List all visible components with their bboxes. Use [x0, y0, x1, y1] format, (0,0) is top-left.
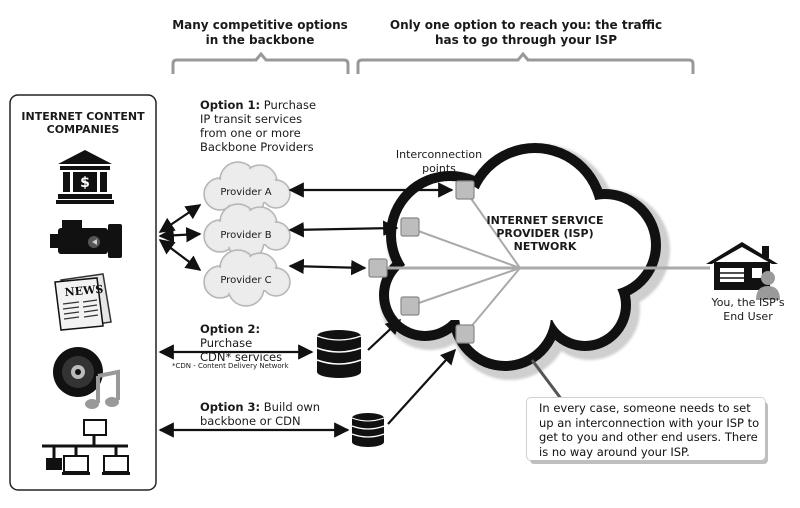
provider-c-cloud	[203, 249, 291, 307]
option2-arrows	[158, 318, 402, 360]
cdn-database-icon	[316, 330, 362, 378]
provider-b-cloud	[203, 203, 291, 261]
fan-lines	[409, 189, 521, 335]
backbone-bracket	[171, 51, 350, 74]
house-icon	[706, 242, 778, 290]
option2-desc: Purchase CDN* services	[200, 336, 283, 364]
option3-text: Option 3: Build own backbone or CDN	[200, 400, 340, 428]
interconnect-point	[368, 258, 388, 278]
interconnect-point	[400, 217, 420, 237]
backbone-header: Many competitive options in the backbone	[172, 18, 348, 47]
newspaper-icon: NEWS	[54, 273, 112, 331]
interconnection-points	[368, 180, 475, 344]
option3-arrows	[158, 348, 457, 438]
isp-cloud	[379, 143, 670, 380]
provider-c-label: Provider C	[220, 275, 272, 286]
option3-label: Option 3:	[200, 400, 261, 414]
option2-text: Option 2: Purchase CDN* services	[200, 322, 310, 364]
callout-text: In every case, someone needs to set up a…	[539, 401, 760, 459]
callout-pointer	[530, 359, 567, 405]
person-icon	[756, 271, 780, 300]
option1-label: Option 1:	[200, 98, 261, 112]
network-computers-icon	[42, 419, 130, 475]
interconnect-point	[455, 324, 475, 344]
svg-text:NEWS: NEWS	[64, 283, 104, 299]
end-user-label: You, the ISP's End User	[711, 296, 785, 323]
company-provider-arrows	[158, 204, 202, 271]
interconnection-label: Interconnection points	[395, 148, 483, 175]
option1-desc: Purchase IP transit services from one or…	[200, 98, 317, 154]
interconnect-point	[455, 180, 475, 200]
provider-clouds	[203, 161, 291, 307]
option2-label: Option 2:	[200, 322, 261, 336]
music-cd-icon	[53, 347, 120, 409]
bank-icon: $	[56, 150, 114, 204]
isp-bracket	[356, 51, 695, 74]
interconnect-point	[400, 296, 420, 316]
option3-desc: Build own backbone or CDN	[200, 400, 321, 428]
provider-a-label: Provider A	[220, 187, 272, 198]
own-backbone-database-icon	[351, 413, 385, 447]
companies-title: INTERNET CONTENT COMPANIES	[21, 110, 145, 136]
isp-network-label: INTERNET SERVICE PROVIDER (ISP) NETWORK	[486, 214, 604, 253]
video-camera-icon	[50, 220, 122, 258]
provider-b-label: Provider B	[220, 230, 272, 241]
provider-isp-arrows	[288, 182, 454, 276]
isp-header: Only one option to reach you: the traffi…	[389, 18, 663, 47]
callout-box: In every case, someone needs to set up a…	[527, 398, 765, 460]
option1-text: Option 1: Purchase IP transit services f…	[200, 98, 340, 154]
cdn-footnote: *CDN - Content Delivery Network	[172, 362, 289, 370]
svg-text:$: $	[80, 175, 90, 191]
